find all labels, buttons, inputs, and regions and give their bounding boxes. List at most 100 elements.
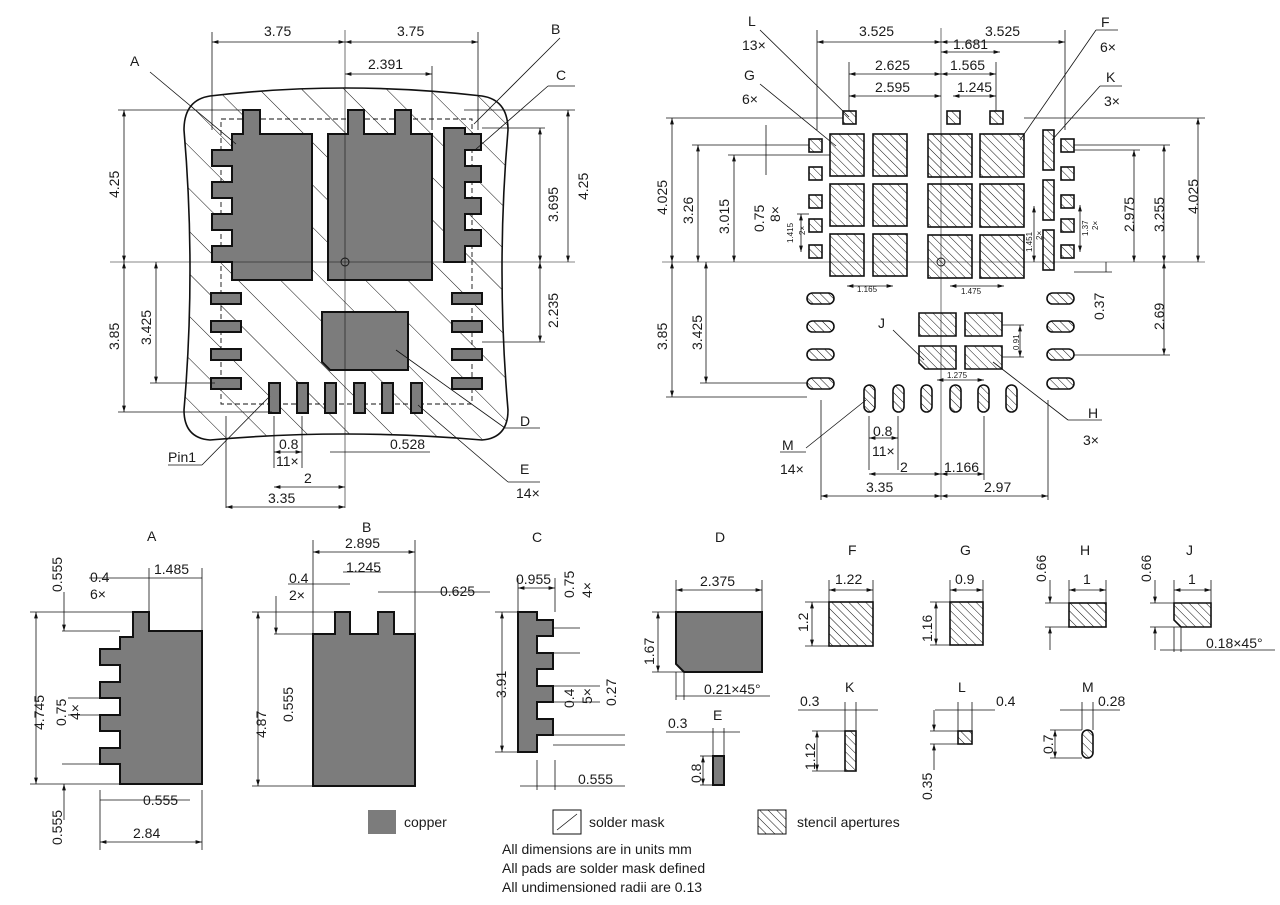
dim-left-half-w: 2: [304, 470, 312, 486]
legend: copper solder mask stencil apertures: [368, 809, 900, 835]
detail-g-d2: 1.16: [919, 615, 935, 642]
stencil-m-l4: [806, 377, 835, 390]
callout-k: K: [1106, 69, 1116, 85]
dim-right-h-015: 3.015: [716, 199, 732, 234]
dim-right-h-2975: 2.975: [1121, 197, 1137, 232]
detail-d: D 2.375 1.67 0.21×45°: [641, 529, 770, 700]
pad-e-left-4: [210, 377, 242, 390]
detail-g: G 0.9 1.16: [919, 542, 984, 646]
stencil-f-5: [927, 234, 973, 279]
callout-pin1: Pin1: [168, 449, 196, 465]
stencil-g-4: [872, 183, 908, 227]
detail-d-title: D: [715, 529, 725, 545]
callout-h-count: 3×: [1083, 432, 1099, 448]
detail-h-title: H: [1080, 542, 1090, 558]
stencil-l-3: [989, 110, 1004, 125]
stencil-f-4: [979, 183, 1025, 228]
detail-c-d2-count: 4×: [579, 582, 595, 598]
detail-b-d6: 0.555: [280, 687, 296, 722]
dim-right-bot-r: 2.97: [984, 479, 1011, 495]
dim-right-h-4025r: 4.025: [1185, 179, 1201, 214]
detail-g-d1: 0.9: [955, 571, 975, 587]
dim-right-top-w2: 3.525: [985, 23, 1020, 39]
pad-e-right-2: [451, 320, 483, 333]
stencil-l-4: [808, 138, 823, 153]
detail-b-title: B: [362, 519, 371, 535]
dim-right-k-w: 1.245: [957, 79, 992, 95]
stencil-m-r1: [1046, 292, 1075, 305]
callout-e-count: 14×: [516, 485, 540, 501]
stencil-j: [918, 345, 957, 370]
detail-b-d3: 1.245: [346, 559, 381, 575]
callout-e: E: [520, 461, 529, 477]
stencil-m-b2: [892, 384, 905, 413]
detail-f-pad: [828, 601, 874, 647]
detail-e-d2: 0.8: [688, 763, 704, 783]
detail-c-d3: 3.91: [493, 671, 509, 698]
callout-f: F: [1101, 14, 1110, 30]
detail-h-pad: [1068, 602, 1107, 628]
detail-c-d4: 0.4: [561, 688, 577, 708]
detail-j-title: J: [1186, 542, 1193, 558]
dim-left-h-c: 3.695: [545, 187, 561, 222]
dim-left-h-bot: 3.85: [106, 323, 122, 350]
detail-l-pad: [957, 730, 973, 745]
dim-right-g2-w: 2.595: [875, 79, 910, 95]
dim-right-off-1166: 1.166: [944, 459, 979, 475]
dim-right-top-w1: 3.525: [859, 23, 894, 39]
detail-f: F 1.22 1.2: [795, 542, 874, 647]
detail-b-pad: [312, 611, 416, 787]
detail-d-d2: 1.67: [641, 638, 657, 665]
dim-left-row-off: 0.528: [390, 436, 425, 452]
detail-m: M 0.28 0.7: [1040, 679, 1125, 759]
stencil-m-l3: [806, 348, 835, 361]
legend-stencil-label: stencil apertures: [797, 814, 900, 830]
detail-e: E 0.3 0.8: [666, 707, 740, 786]
callout-k-count: 3×: [1104, 93, 1120, 109]
detail-d-pad: [675, 611, 763, 673]
callout-g: G: [744, 67, 755, 83]
detail-m-pad: [1081, 729, 1094, 759]
stencil-h-1: [918, 312, 957, 337]
detail-e-title: E: [713, 707, 722, 723]
stencil-l-9: [1060, 138, 1075, 153]
detail-l: L 0.4 0.35: [919, 679, 1016, 800]
dim-right-w-1475: 1.475: [961, 287, 982, 296]
stencil-g-1: [829, 133, 865, 177]
dim-left-pitch: 0.8: [279, 436, 299, 452]
dim-right-h-1415-count: 2×: [798, 226, 807, 235]
detail-a-d5-count: 4×: [67, 704, 83, 720]
callout-c: C: [556, 67, 566, 83]
detail-h: H 1 0.66: [1033, 542, 1107, 650]
detail-k-pad: [844, 730, 857, 772]
dim-right-h-3425: 3.425: [689, 315, 705, 350]
stencil-m-b3: [920, 384, 933, 413]
detail-m-d2: 0.7: [1040, 734, 1056, 754]
dim-right-h-137: 1.37: [1081, 220, 1090, 236]
stencil-l-13: [1060, 244, 1075, 259]
pad-e-right-1: [451, 292, 483, 305]
detail-a-title: A: [147, 528, 157, 544]
stencil-m-b5: [977, 384, 990, 413]
pad-d: [321, 311, 409, 371]
stencil-g-5: [829, 233, 865, 277]
legend-mask-label: solder mask: [589, 814, 665, 830]
stencil-l-12: [1060, 218, 1075, 233]
detail-a-d5: 0.75: [53, 699, 69, 726]
detail-c-d1: 0.955: [516, 571, 551, 587]
detail-d-d3: 0.21×45°: [704, 681, 761, 697]
detail-j-pad: [1173, 602, 1212, 628]
detail-a-d2-count: 6×: [90, 586, 106, 602]
stencil-f-1: [927, 133, 973, 178]
detail-a-d7: 0.555: [143, 792, 178, 808]
stencil-m-r4: [1046, 377, 1075, 390]
stencil-m-b4: [949, 384, 962, 413]
dim-right-h-075: 0.75: [751, 205, 767, 232]
stencil-l-10: [1060, 166, 1075, 181]
dim-left-tab-gap: 2.391: [368, 56, 403, 72]
detail-k-d2: 1.12: [802, 743, 818, 770]
stencil-l-7: [808, 218, 823, 233]
note-radii: All undimensioned radii are 0.13: [502, 879, 703, 895]
detail-b: B 2.895 1.245 0.4 2× 0.625 4.87 0.555: [252, 519, 490, 787]
